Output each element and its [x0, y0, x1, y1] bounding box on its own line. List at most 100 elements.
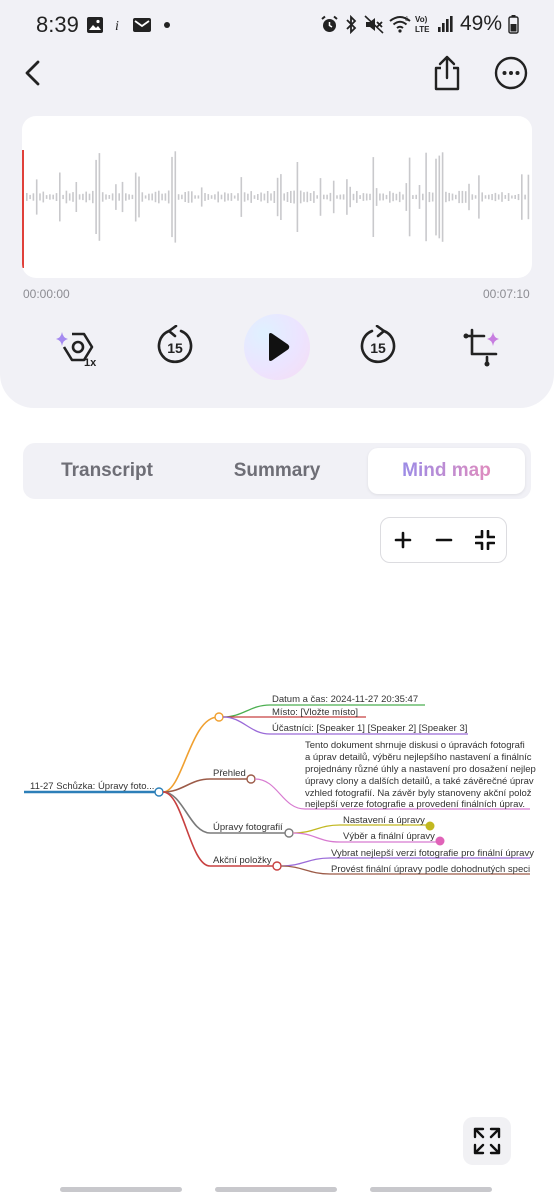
nav-hint-right[interactable]: [370, 1187, 492, 1192]
waveform-bar: [332, 180, 335, 214]
waveform-bar: [349, 186, 351, 208]
waveform-bar: [144, 195, 147, 199]
speed-label: 1x: [84, 357, 97, 368]
waveform-bar: [98, 153, 101, 241]
waveform-bar: [524, 194, 526, 200]
waveform-bar: [65, 190, 68, 204]
waveform-bar: [49, 194, 51, 200]
waveform-bar: [497, 194, 500, 200]
waveform-bar: [362, 193, 365, 201]
waveform-bar: [504, 195, 507, 199]
waveform-bar: [389, 191, 391, 203]
waveform-bar: [253, 195, 256, 199]
waveform-bar: [365, 193, 368, 201]
waveform-bar: [425, 152, 427, 242]
waveform-bar: [369, 193, 371, 201]
waveform[interactable]: [22, 116, 532, 278]
rewind-15-button[interactable]: 15: [154, 325, 196, 369]
waveform-bar: [488, 194, 490, 200]
waveform-bar: [233, 195, 236, 199]
system-nav-bar: [0, 1184, 554, 1194]
waveform-bar: [431, 192, 434, 202]
waveform-bar: [395, 193, 398, 201]
waveform-bar: [125, 193, 127, 201]
zoom-out-button[interactable]: [424, 518, 464, 562]
waveform-bar: [62, 194, 64, 200]
tab-mindmap[interactable]: Mind map: [368, 448, 525, 494]
play-button[interactable]: [244, 314, 310, 380]
waveform-bar: [105, 194, 107, 200]
waveform-bar: [191, 191, 193, 203]
minus-icon: [435, 538, 453, 542]
waveform-bar: [521, 174, 523, 220]
zoom-in-button[interactable]: [383, 518, 423, 562]
waveform-bar: [458, 190, 460, 204]
waveform-bar: [128, 194, 130, 200]
waveform-bar: [250, 191, 252, 203]
fit-screen-button[interactable]: [465, 518, 505, 562]
waveform-bar: [68, 193, 71, 201]
playhead[interactable]: [22, 150, 24, 268]
tab-transcript[interactable]: Transcript: [27, 448, 187, 494]
waveform-bar: [108, 195, 111, 199]
alarm-icon: [321, 15, 338, 32]
current-time: 00:00:00: [23, 287, 70, 301]
waveform-bar: [101, 192, 104, 202]
nav-hint-left[interactable]: [60, 1187, 182, 1192]
waveform-bar: [32, 193, 35, 201]
waveform-bar: [237, 193, 239, 201]
waveform-bar: [35, 179, 38, 215]
waveform-bar: [55, 193, 58, 201]
waveform-bar: [336, 195, 338, 199]
waveform-bar: [448, 192, 450, 202]
waveform-bar: [75, 182, 78, 212]
waveform-bar: [329, 192, 332, 202]
waveform-bar: [494, 192, 497, 202]
ai-speed-button[interactable]: 1x: [48, 326, 102, 368]
waveform-bar: [197, 195, 200, 199]
waveform-bar: [296, 162, 299, 232]
wifi-icon: 6: [389, 16, 411, 33]
waveform-bar: [95, 159, 97, 234]
waveform-bar: [134, 172, 137, 222]
mind-map[interactable]: 11-27 Schůzka: Úpravy foto... Datum a ča…: [0, 680, 554, 880]
waveform-bar: [217, 191, 219, 203]
waveform-bar: [323, 194, 325, 200]
waveform-bar: [164, 193, 167, 201]
tab-transcript-label: Transcript: [61, 460, 153, 481]
share-icon[interactable]: [430, 54, 464, 92]
tab-mindmap-label: Mind map: [402, 460, 491, 481]
overview-handle: [246, 774, 256, 784]
waveform-bar: [441, 152, 444, 242]
waveform-bar: [154, 191, 157, 203]
info-icon: i: [115, 19, 119, 34]
rewind-label: 15: [167, 340, 183, 356]
waveform-bar: [45, 195, 48, 199]
waveform-bar: [478, 175, 480, 219]
waveform-bar: [346, 179, 348, 215]
edge-actions: [162, 791, 274, 867]
waveform-bar: [303, 192, 305, 202]
waveform-bar: [481, 192, 483, 202]
actions-handle: [272, 861, 282, 871]
overview-line-1: Tento dokument shrnuje diskusi o úpravác…: [305, 740, 525, 751]
waveform-bar: [342, 194, 345, 200]
overview-line-6: nejlepší verze fotografie a provedení fi…: [305, 799, 525, 810]
forward-15-button[interactable]: 15: [357, 325, 399, 369]
overview-line-4: úpravy clony a dalších detailů, a také z…: [305, 776, 534, 787]
waveform-bar: [52, 194, 54, 200]
waveform-bar: [290, 190, 292, 203]
info-handle: [214, 712, 224, 722]
tab-summary[interactable]: Summary: [193, 448, 361, 494]
ai-trim-button[interactable]: [462, 326, 504, 368]
nav-hint-center[interactable]: [215, 1187, 337, 1192]
waveform-bar: [111, 193, 114, 201]
waveform-bar: [464, 191, 467, 203]
waveform-bar: [293, 190, 295, 204]
waveform-bar: [181, 194, 183, 200]
fullscreen-button[interactable]: [463, 1117, 511, 1165]
more-icon[interactable]: [494, 56, 528, 90]
waveform-bar: [507, 193, 510, 201]
waveform-bar: [243, 192, 246, 202]
back-chevron-icon[interactable]: [18, 56, 52, 90]
